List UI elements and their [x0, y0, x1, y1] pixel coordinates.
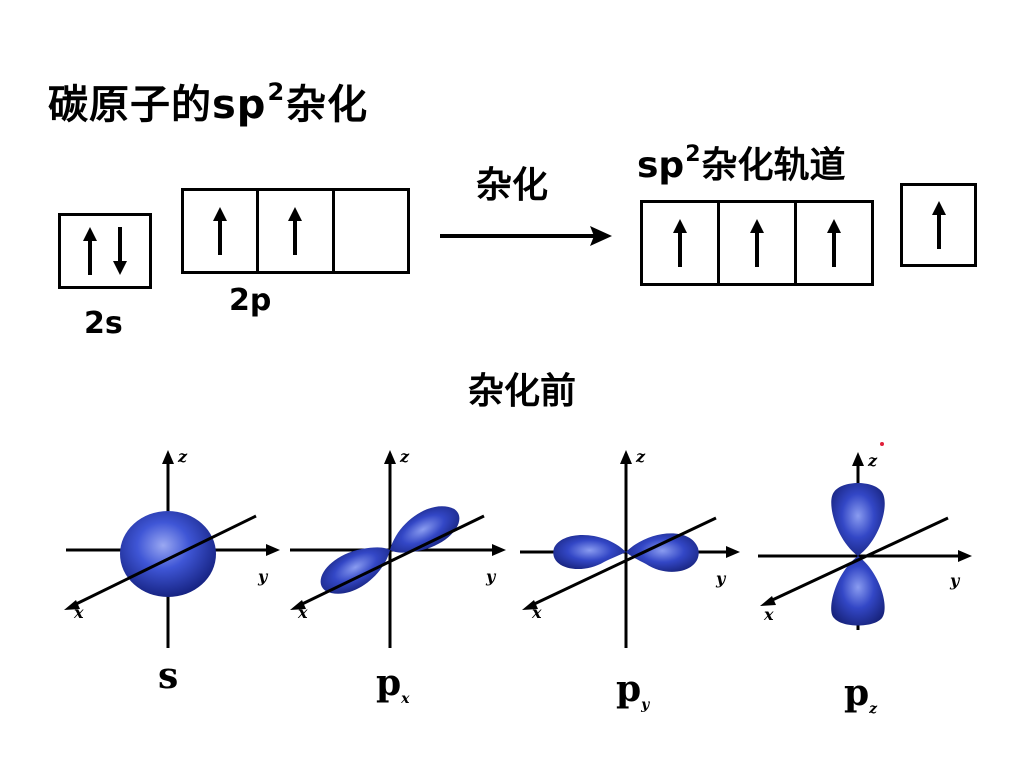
title-main: 碳原子的sp — [48, 82, 267, 128]
px-orbital-lobe-negative — [320, 547, 390, 594]
accent-dot — [880, 442, 884, 446]
spin-up-arrow-icon — [213, 207, 228, 255]
pz-orbital-lobe-positive — [831, 483, 885, 556]
hybrid-label-prefix: sp — [637, 145, 685, 186]
orbital-subscript: x — [401, 691, 410, 708]
orbital-cell-2s — [61, 216, 149, 286]
orbital-cell-2p-1 — [184, 191, 256, 271]
orbital-cell-2p-2 — [256, 191, 331, 271]
axis-z-label: z — [867, 451, 878, 470]
before-hybridization-label: 杂化前 — [468, 371, 577, 412]
py-orbital-diagram: z y x — [520, 447, 740, 648]
s-orbital-diagram: z y x — [64, 447, 280, 648]
title-tail: 杂化 — [286, 82, 369, 128]
orbital-name: s — [158, 655, 179, 697]
orbital-cell-sp2-3 — [794, 203, 871, 283]
axis-y-label: y — [257, 567, 269, 586]
spin-down-arrow-icon — [113, 227, 127, 275]
orbital-name: p — [616, 668, 642, 710]
label-2p: 2p — [229, 283, 272, 318]
axis-x-label: x — [531, 603, 542, 622]
label-2s: 2s — [84, 306, 123, 341]
axis-z-label: z — [399, 447, 410, 466]
orbital-box-unhybridized-p — [900, 183, 977, 267]
orbital-name: p — [844, 672, 870, 714]
axis-y-label: y — [485, 567, 497, 586]
orbital-cell-p — [903, 186, 974, 264]
page-title: 碳原子的sp2杂化 — [48, 72, 368, 130]
pz-orbital-lobe-negative — [831, 556, 885, 626]
axis-x-label: x — [297, 603, 308, 622]
axis-x-label: x — [763, 605, 774, 624]
axis-z-label: z — [177, 447, 188, 466]
spin-up-arrow-icon — [827, 219, 841, 267]
orbital-box-sp2 — [640, 200, 874, 286]
spin-up-arrow-icon — [288, 207, 303, 255]
hybrid-orbital-label: sp2杂化轨道 — [637, 136, 846, 188]
s-orbital-lobe — [120, 511, 216, 597]
hybrid-label-superscript: 2 — [685, 142, 701, 167]
axis-x-label: x — [73, 603, 84, 622]
spin-up-arrow-icon — [750, 219, 764, 267]
title-superscript: 2 — [267, 78, 286, 106]
spin-up-arrow-icon — [673, 219, 687, 267]
orbital-label-px: px — [376, 662, 410, 707]
px-orbital-diagram: z y x — [290, 447, 506, 648]
orbital-label-py: py — [616, 668, 649, 713]
axis-y-label: y — [715, 569, 727, 588]
hybridization-label: 杂化 — [476, 165, 549, 206]
orbital-label-s: s — [158, 655, 178, 700]
orbital-diagrams: z y x z y x z y x — [64, 442, 972, 648]
orbital-cell-sp2-1 — [643, 203, 717, 283]
spin-up-arrow-icon — [931, 201, 946, 249]
orbital-label-pz: pz — [844, 672, 877, 717]
spin-up-arrow-icon — [83, 227, 97, 275]
axis-z-label: z — [635, 447, 646, 466]
hybrid-label-suffix: 杂化轨道 — [701, 145, 846, 186]
orbital-cell-sp2-2 — [717, 203, 794, 283]
py-orbital-lobe-negative — [553, 534, 626, 570]
axis-y-label: y — [949, 571, 961, 590]
orbital-subscript: y — [641, 697, 650, 714]
reaction-arrow-icon — [440, 226, 612, 246]
orbital-cell-2p-3 — [331, 191, 407, 271]
pz-orbital-diagram: z y x — [758, 442, 972, 630]
orbital-name: p — [376, 662, 402, 704]
orbital-box-2s — [58, 213, 152, 289]
orbital-subscript: z — [869, 701, 878, 718]
px-orbital-lobe-positive — [390, 506, 460, 553]
orbital-box-2p — [181, 188, 410, 274]
